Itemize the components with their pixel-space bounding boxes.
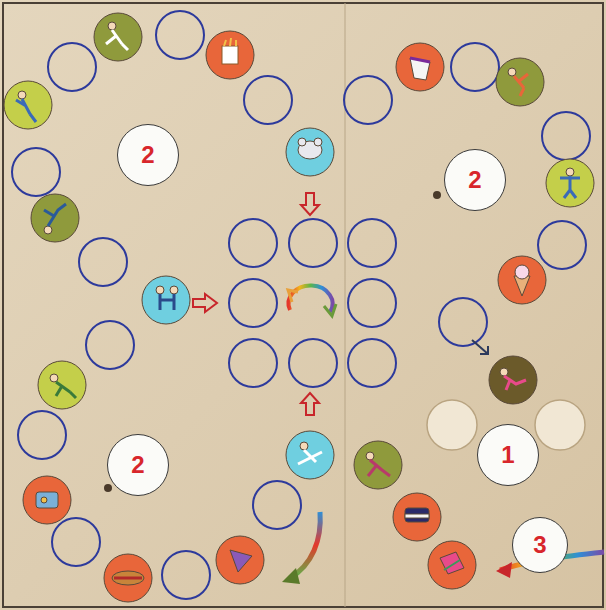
picture-disc (546, 159, 594, 207)
field-number: 2 (141, 143, 154, 167)
rotation-arrow-head (324, 304, 336, 316)
picture-disc (286, 128, 334, 176)
rainbow-arrow-head (282, 568, 300, 584)
direction-arrows (193, 193, 319, 415)
number-circle: 2 (444, 149, 506, 211)
picture-disc (206, 31, 254, 79)
number-circle: 2 (107, 434, 169, 496)
picture-disc (104, 554, 152, 602)
red-arrow (301, 193, 319, 215)
field-circle (52, 518, 100, 566)
field-circle (18, 411, 66, 459)
picture-disc (428, 541, 476, 589)
field-circle (451, 43, 499, 91)
start-hole (427, 400, 477, 450)
board-edge (3, 3, 603, 607)
picture-disc (396, 43, 444, 91)
picture-disc (216, 536, 264, 584)
field-circle (439, 298, 487, 346)
field-circle (289, 219, 337, 267)
field-circle (79, 238, 127, 286)
number-circle: 2 (117, 124, 179, 186)
picture-disc (94, 13, 142, 61)
field-circle (12, 148, 60, 196)
field-circle (86, 321, 134, 369)
peg-hole (104, 484, 112, 492)
picture-disc (498, 256, 546, 304)
picture-disc (496, 58, 544, 106)
field-circle (229, 279, 277, 327)
picture-disc (4, 81, 52, 129)
peg-hole (433, 191, 441, 199)
rainbow-arrow (290, 512, 320, 578)
field-circle (156, 11, 204, 59)
field-circle (348, 279, 396, 327)
field-circle (162, 551, 210, 599)
picture-disc (393, 493, 441, 541)
field-circle (542, 112, 590, 160)
field-circle (289, 339, 337, 387)
picture-disc (142, 276, 190, 324)
field-circle (253, 481, 301, 529)
field-circle (538, 221, 586, 269)
field-circle (48, 43, 96, 91)
field-number: 2 (468, 168, 481, 192)
rotation-arrow-head (288, 290, 298, 302)
field-circle (229, 339, 277, 387)
picture-disc (286, 431, 334, 479)
start-hole (535, 400, 585, 450)
field-number: 1 (501, 443, 514, 467)
picture-discs (4, 13, 594, 602)
picture-disc (489, 356, 537, 404)
field-circle (244, 76, 292, 124)
number-circle: 1 (477, 424, 539, 486)
field-number: 2 (131, 453, 144, 477)
empty-field-circles (12, 11, 590, 599)
picture-disc (23, 476, 71, 524)
red-arrow (193, 294, 217, 312)
number-circle: 3 (512, 517, 568, 573)
rainbow-arrow-head (496, 562, 512, 578)
picture-disc (354, 441, 402, 489)
field-number: 3 (533, 533, 546, 557)
field-circle (229, 219, 277, 267)
field-circle (348, 339, 396, 387)
field-circle (344, 76, 392, 124)
field-circle (348, 219, 396, 267)
red-arrow (301, 393, 319, 415)
small-arrow (472, 340, 488, 354)
picture-disc (31, 194, 79, 242)
picture-disc (38, 361, 86, 409)
